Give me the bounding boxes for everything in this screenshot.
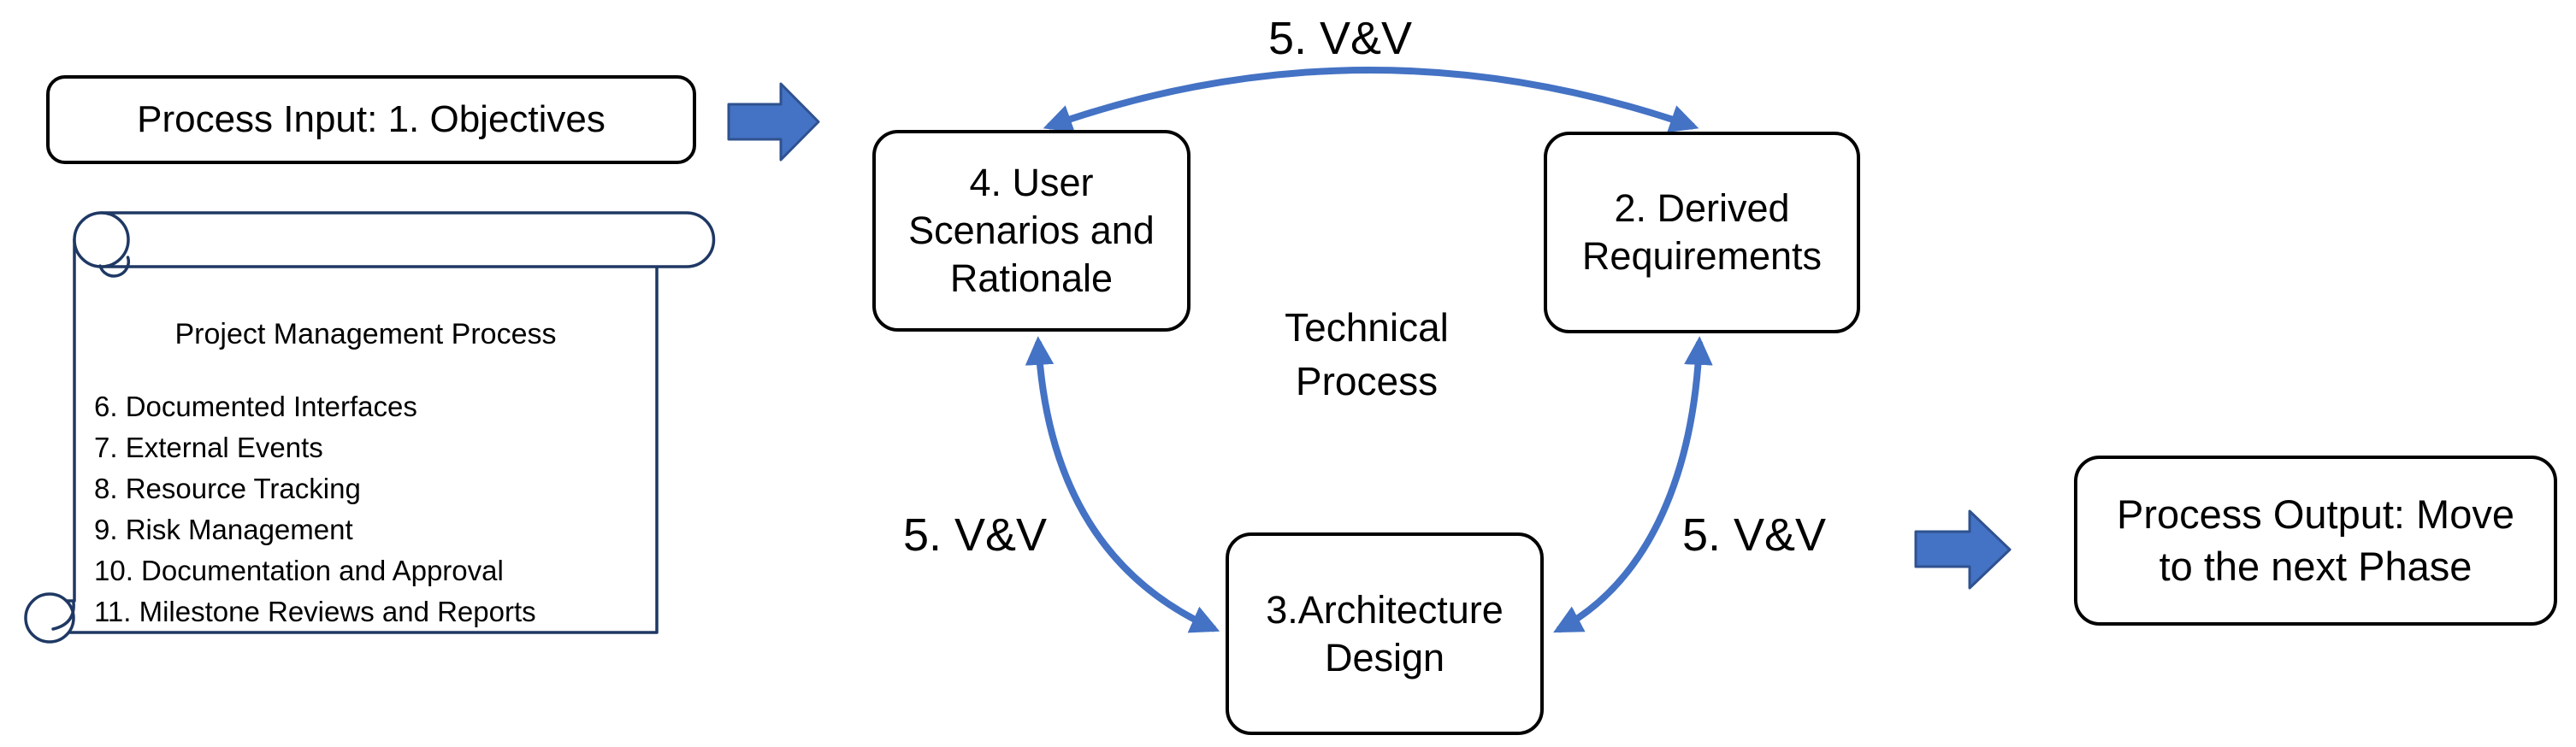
technical-process-label: Technical Process	[1285, 305, 1449, 403]
scroll-item: 9. Risk Management	[94, 514, 353, 545]
node-user-scenarios-rationale: 4. User Scenarios and Rationale	[872, 130, 1191, 332]
flow-arrow-input-icon	[727, 82, 820, 162]
process-output-box: Process Output: Move to the next Phase	[2074, 456, 2557, 626]
scroll-item: 8. Resource Tracking	[94, 473, 361, 504]
scroll-item: 10. Documentation and Approval	[94, 555, 504, 586]
scroll-top-curl-hook	[98, 256, 130, 278]
scroll-item: 6. Documented Interfaces	[94, 391, 417, 422]
scroll-shape-icon	[24, 211, 716, 644]
flow-arrow-output-icon	[1914, 509, 2012, 590]
vv-label-right: 5. V&V	[1681, 509, 1827, 561]
node-derived-requirements: 2. Derived Requirements	[1544, 132, 1860, 333]
vv-arc-right	[1553, 336, 1713, 633]
process-input-box: Process Input: 1. Objectives	[46, 75, 696, 164]
node-architecture-design: 3.Architecture Design	[1226, 532, 1544, 735]
scroll-item: 7. External Events	[94, 432, 323, 463]
vv-label-left: 5. V&V	[902, 509, 1048, 561]
vv-label-top: 5. V&V	[1267, 13, 1413, 64]
vv-arc-top	[1043, 67, 1699, 133]
scroll-bottom-curl	[24, 592, 75, 644]
scroll-item: 11. Milestone Reviews and Reports	[94, 596, 536, 627]
scroll-title: Project Management Process	[174, 318, 557, 350]
scroll-item-list: 6. Documented Interfaces 7. External Eve…	[94, 386, 536, 632]
scroll-top-curl	[73, 211, 130, 268]
scroll-bottom-curl-hook	[51, 601, 75, 631]
scroll-top-roll	[99, 211, 716, 268]
vv-arc-left	[1025, 336, 1220, 633]
